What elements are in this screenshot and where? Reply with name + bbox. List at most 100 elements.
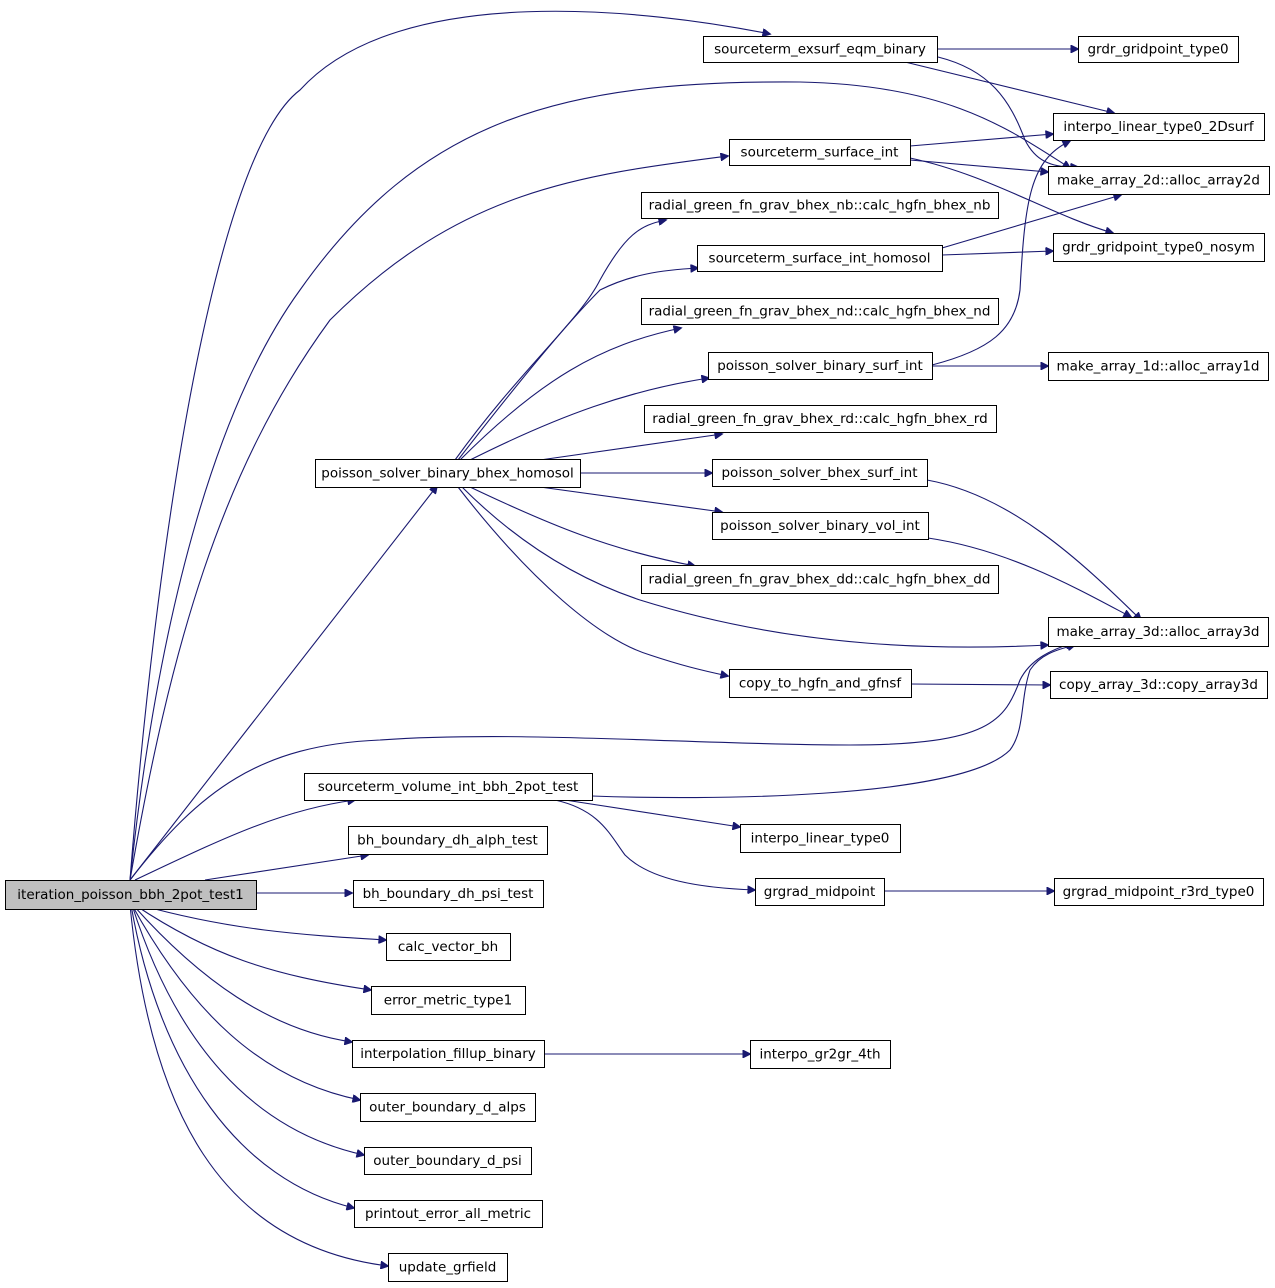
edge-vol-a3d: [927, 537, 1131, 617]
node-error-metric-type1[interactable]: error_metric_type1: [371, 986, 526, 1015]
node-label: interpo_linear_type0_2Dsurf: [1063, 119, 1255, 135]
edge-homosol-vol: [539, 486, 722, 512]
node-label: poisson_solver_binary_surf_int: [717, 358, 923, 374]
node-make-array-1d-alloc-array1d[interactable]: make_array_1d::alloc_array1d: [1048, 352, 1269, 381]
node-copy-array-3d-copy-array3d[interactable]: copy_array_3d::copy_array3d: [1050, 671, 1268, 699]
node-grgrad-midpoint[interactable]: grgrad_midpoint: [755, 878, 885, 906]
node-label: radial_green_fn_grav_bhex_nb::calc_hgfn_…: [649, 198, 991, 214]
node-grdr-gridpoint-type0-nosym[interactable]: grdr_gridpoint_type0_nosym: [1053, 233, 1265, 262]
node-radial-green-fn-grav-bhex-nb-calc-hgfn-bhex-nb[interactable]: radial_green_fn_grav_bhex_nb::calc_hgfn_…: [641, 192, 999, 219]
edge-root-oalps: [131, 904, 360, 1100]
edge-pbsurf-a3d: [926, 479, 1141, 620]
node-outer-boundary-d-alps[interactable]: outer_boundary_d_alps: [360, 1093, 536, 1122]
node-grgrad-midpoint-r3rd-type0[interactable]: grgrad_midpoint_r3rd_type0: [1054, 878, 1264, 906]
node-box: [641, 298, 999, 325]
node-poisson-solver-binary-surf-int[interactable]: poisson_solver_binary_surf_int: [708, 352, 933, 380]
node-box: [703, 36, 938, 63]
node-label: poisson_solver_binary_bhex_homosol: [321, 466, 574, 482]
edge-root-print: [130, 904, 354, 1208]
node-label: interpo_linear_type0: [751, 831, 890, 847]
node-grdr-gridpoint-type0[interactable]: grdr_gridpoint_type0: [1078, 36, 1239, 63]
node-box: [354, 1200, 543, 1228]
edge-root-svol: [134, 800, 355, 881]
node-box: [708, 352, 933, 380]
edge-root-calcv: [139, 904, 386, 940]
edge-homosol-copyhg: [457, 486, 728, 676]
node-box: [641, 192, 999, 219]
node-poisson-solver-binary-bhex-homosol[interactable]: poisson_solver_binary_bhex_homosol: [315, 459, 581, 488]
node-label: sourceterm_surface_int: [741, 145, 899, 161]
edge-root-exsurf: [129, 10, 770, 881]
edge-svol-ggm: [554, 799, 755, 890]
node-box: [729, 139, 911, 166]
edge-psbsurf-i2d: [931, 141, 1070, 366]
node-copy-to-hgfn-and-gfnsf[interactable]: copy_to_hgfn_and_gfnsf: [729, 669, 912, 698]
edge-root-fill: [132, 904, 352, 1042]
node-radial-green-fn-grav-bhex-rd-calc-hgfn-bhex-rd[interactable]: radial_green_fn_grav_bhex_rd::calc_hgfn_…: [644, 405, 997, 433]
node-label: grdr_gridpoint_type0_nosym: [1062, 240, 1255, 256]
node-box: [348, 826, 548, 855]
edge-homosol-surfhomo: [457, 268, 698, 461]
node-label: outer_boundary_d_psi: [373, 1153, 521, 1169]
node-box: [1050, 671, 1268, 699]
node-sourceterm-surface-int-homosol[interactable]: sourceterm_surface_int_homosol: [697, 245, 943, 272]
node-calc-vector-bh[interactable]: calc_vector_bh: [386, 933, 511, 961]
node-label: make_array_3d::alloc_array3d: [1057, 624, 1260, 640]
node-printout-error-all-metric[interactable]: printout_error_all_metric: [354, 1200, 543, 1228]
edge-homosol-nb: [454, 220, 666, 461]
node-box: [1048, 352, 1269, 381]
node-label: grgrad_midpoint: [764, 884, 876, 900]
node-iteration-poisson-bbh-2pot-test1[interactable]: iteration_poisson_bbh_2pot_test1: [5, 880, 257, 910]
edge-svol-ilin: [564, 799, 740, 827]
node-poisson-solver-bhex-surf-int[interactable]: poisson_solver_bhex_surf_int: [712, 459, 928, 487]
edge-exsurf-a2d: [937, 56, 1078, 167]
edge-copyhg-c3d: [909, 684, 1050, 685]
node-update-grfield[interactable]: update_grfield: [388, 1253, 508, 1282]
edge-surfhomo-a2d: [941, 195, 1121, 249]
node-box: [360, 1093, 536, 1122]
node-interpo-linear-type0[interactable]: interpo_linear_type0: [740, 824, 901, 853]
node-interpo-gr2gr-4th[interactable]: interpo_gr2gr_4th: [750, 1040, 891, 1069]
node-sourceterm-surface-int[interactable]: sourceterm_surface_int: [729, 139, 911, 166]
node-box: [1078, 36, 1239, 63]
node-box: [697, 245, 943, 272]
edge-svol-a3d: [591, 645, 1075, 799]
node-bh-boundary-dh-alph-test[interactable]: bh_boundary_dh_alph_test: [348, 826, 548, 855]
node-interpo-linear-type0-2dsurf[interactable]: interpo_linear_type0_2Dsurf: [1053, 113, 1265, 141]
node-label: interpo_gr2gr_4th: [759, 1047, 880, 1063]
node-box: [352, 1040, 545, 1068]
node-interpolation-fillup-binary[interactable]: interpolation_fillup_binary: [352, 1040, 545, 1068]
node-box: [755, 878, 885, 906]
edge-homosol-psbsurf: [469, 378, 709, 461]
node-bh-boundary-dh-psi-test[interactable]: bh_boundary_dh_psi_test: [353, 880, 544, 908]
edge-exsurf-i2d: [904, 61, 1114, 113]
node-box: [386, 933, 511, 961]
node-box: [1054, 878, 1264, 906]
node-sourceterm-volume-int-bbh-2pot-test[interactable]: sourceterm_volume_int_bbh_2pot_test: [304, 773, 593, 801]
node-box: [388, 1253, 508, 1282]
node-label: update_grfield: [399, 1260, 497, 1276]
node-radial-green-fn-grav-bhex-dd-calc-hgfn-bhex-dd[interactable]: radial_green_fn_grav_bhex_dd::calc_hgfn_…: [641, 565, 999, 594]
node-box: [353, 880, 544, 908]
edge-root-alloc-array3d: [129, 643, 1073, 881]
node-sourceterm-exsurf-eqm-binary[interactable]: sourceterm_exsurf_eqm_binary: [703, 36, 938, 63]
node-box: [712, 512, 929, 540]
edge-surfint-a2d: [909, 159, 1048, 172]
node-box: [750, 1040, 891, 1069]
node-label: copy_to_hgfn_and_gfnsf: [739, 676, 903, 692]
node-box: [304, 773, 593, 801]
node-radial-green-fn-grav-bhex-nd-calc-hgfn-bhex-nd[interactable]: radial_green_fn_grav_bhex_nd::calc_hgfn_…: [641, 298, 999, 325]
node-label: sourceterm_volume_int_bbh_2pot_test: [318, 779, 579, 795]
node-label: outer_boundary_d_alps: [369, 1100, 526, 1116]
node-label: sourceterm_surface_int_homosol: [709, 251, 931, 267]
node-make-array-3d-alloc-array3d[interactable]: make_array_3d::alloc_array3d: [1048, 617, 1269, 647]
node-box: [1048, 166, 1270, 195]
node-poisson-solver-binary-vol-int[interactable]: poisson_solver_binary_vol_int: [712, 512, 929, 540]
node-outer-boundary-d-psi[interactable]: outer_boundary_d_psi: [364, 1147, 532, 1175]
node-box: [364, 1147, 532, 1175]
node-label: printout_error_all_metric: [365, 1206, 531, 1222]
node-make-array-2d-alloc-array2d[interactable]: make_array_2d::alloc_array2d: [1048, 166, 1270, 195]
node-box: [641, 565, 999, 594]
edge-homosol-dd: [469, 486, 695, 566]
